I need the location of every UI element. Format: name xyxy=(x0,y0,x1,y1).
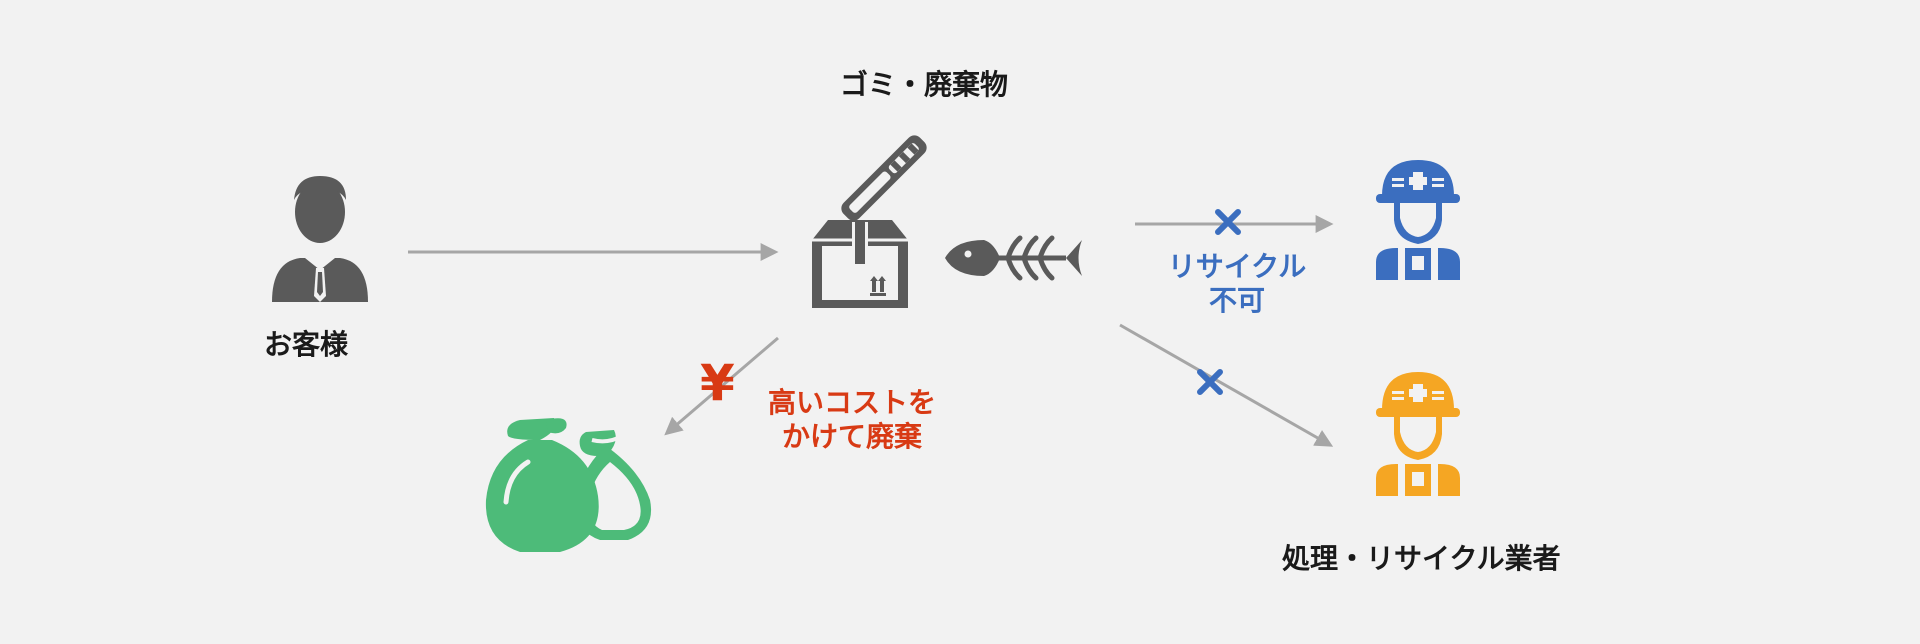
contractor-label: 処理・リサイクル業者 xyxy=(1282,542,1561,575)
x-mark-icon xyxy=(1197,369,1223,395)
businessman-icon xyxy=(272,176,368,302)
arrow-waste-to-bags xyxy=(664,336,779,436)
arrow-waste-to-orange-worker xyxy=(1119,323,1334,447)
recycle-blocked-line2: 不可 xyxy=(1208,283,1265,317)
fish-bone-icon xyxy=(945,235,1082,281)
x-mark-icon xyxy=(1215,209,1241,235)
helmet-worker-icon xyxy=(1376,160,1460,280)
customer-label: お客様 xyxy=(264,328,349,361)
recycle-blocked-label: リサイクル 不可 xyxy=(1152,250,1322,317)
recycle-blocked-line1: リサイクル xyxy=(1167,250,1307,283)
cardboard-box-icon xyxy=(812,220,908,308)
cost-line1: 高いコストを xyxy=(767,386,936,419)
yen-icon: ¥ xyxy=(700,354,735,412)
helmet-worker-icon xyxy=(1376,372,1460,496)
cost-line2: かけて廃棄 xyxy=(781,419,922,453)
marker-pen-icon xyxy=(841,135,927,221)
garbage-bags-icon xyxy=(485,418,652,552)
waste-label: ゴミ・廃棄物 xyxy=(840,68,1009,101)
cost-label: 高いコストを かけて廃棄 xyxy=(752,386,952,453)
